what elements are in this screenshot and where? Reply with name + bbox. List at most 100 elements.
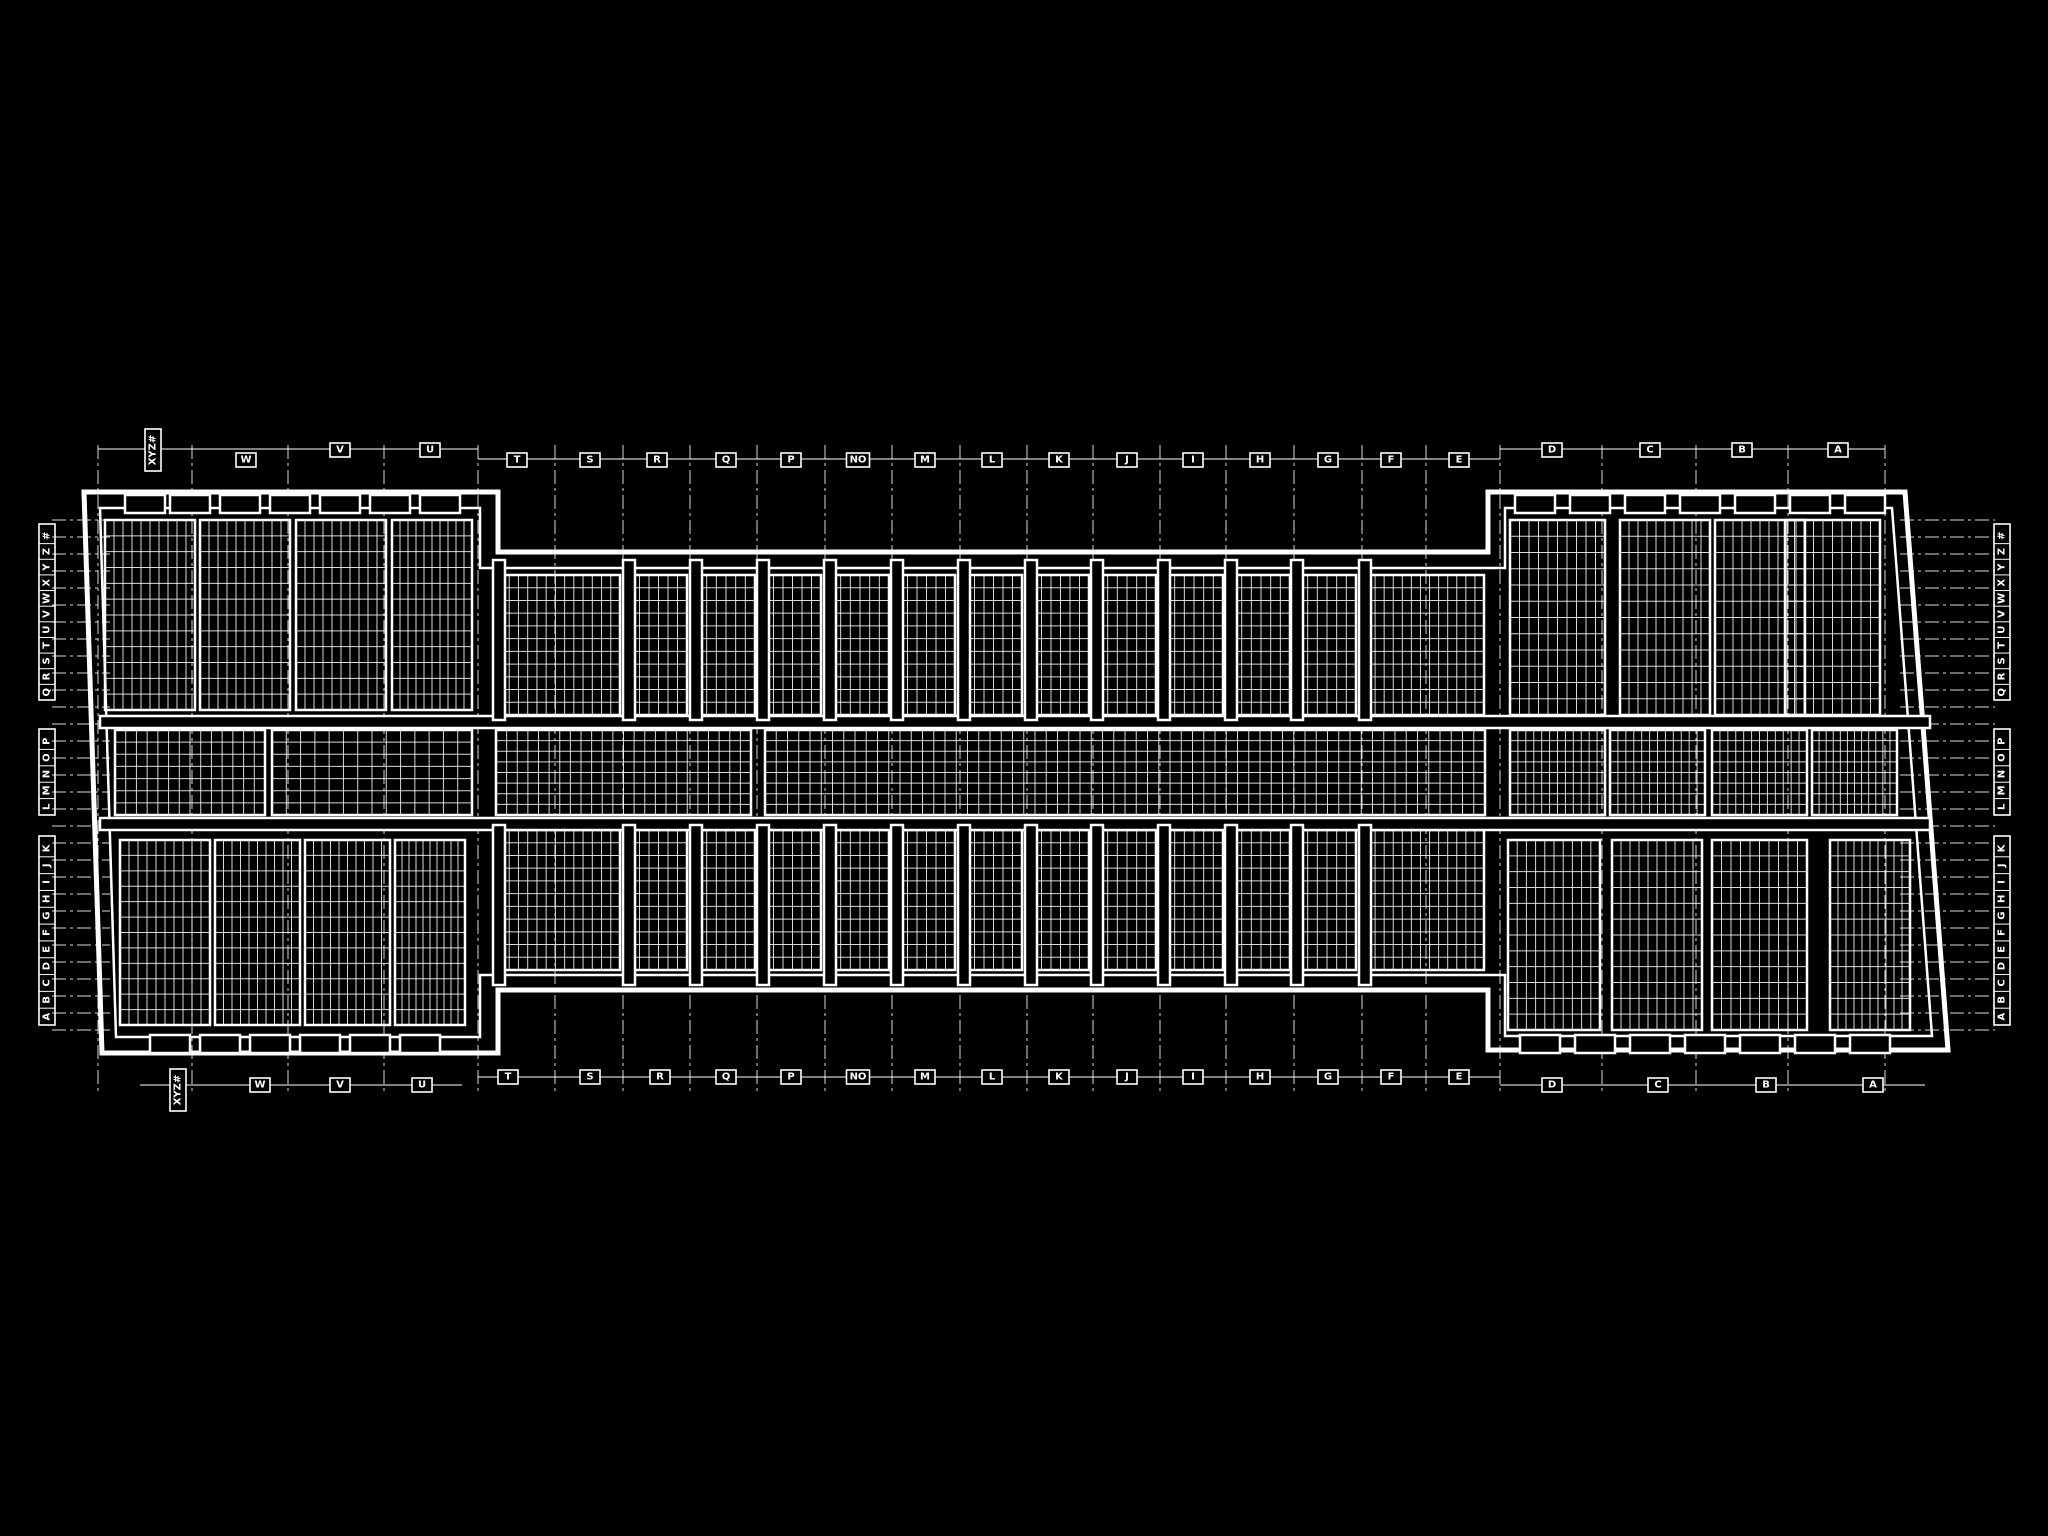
grid-tag-box — [1380, 1069, 1402, 1085]
grid-tag-label: W — [254, 1080, 265, 1091]
row-tag-label: Y — [1997, 563, 2008, 572]
grid-tag-box — [1731, 442, 1753, 458]
row-tag-group-box — [38, 835, 56, 1026]
window-notch-bottom — [1738, 1033, 1782, 1055]
center-bottom-bay — [963, 828, 1024, 972]
grid-tag-box — [914, 1069, 936, 1085]
grid-tag-label: Q — [722, 455, 731, 466]
grid-tag-label: P — [787, 455, 794, 466]
grid-tag-box — [649, 1069, 671, 1085]
center-top-bay — [1096, 573, 1158, 717]
row-tag-label: # — [42, 532, 53, 540]
pier-bottom — [621, 823, 637, 987]
pier-bottom — [1289, 823, 1305, 987]
corridor-wall-bottom — [98, 816, 1932, 832]
grid-tag-label: A — [1834, 445, 1842, 456]
grid-tag-label: J — [1124, 1072, 1129, 1083]
right-wing-top-panel — [1783, 518, 1882, 717]
grid-tag: H — [1249, 1069, 1271, 1085]
grid-tag-label: Q — [722, 1072, 731, 1083]
grid-tag: S — [579, 452, 601, 468]
grid-tag: T — [506, 452, 528, 468]
grid-tag-label: I — [1191, 455, 1195, 466]
grid-tag: H — [1249, 452, 1271, 468]
grid-tag-label: F — [1388, 1072, 1395, 1083]
window-notch-bottom — [1573, 1033, 1617, 1055]
grid-tag-label: V — [336, 445, 344, 456]
grid-tag: E — [1448, 1069, 1470, 1085]
grid-tag-box — [780, 452, 802, 468]
grid-tag: P — [780, 452, 802, 468]
row-tag-label: I — [1997, 880, 2008, 884]
pier-top — [1223, 558, 1239, 722]
center-top-bay — [628, 573, 689, 717]
grid-tag: L — [981, 1069, 1003, 1085]
right-wing-bottom-panel — [1828, 838, 1912, 1032]
grid-tag: S — [579, 1069, 601, 1085]
right-wing-bottom-panel — [1710, 838, 1809, 1032]
row-tag-label: H — [1997, 895, 2008, 903]
grid-tag-box — [1182, 1069, 1204, 1085]
grid-tag: F — [1380, 452, 1402, 468]
grid-tag-box — [1048, 1069, 1070, 1085]
grid-tag-label: F — [1388, 455, 1395, 466]
grid-tag: XYZ# — [169, 1068, 187, 1112]
center-bottom-bay — [1230, 828, 1292, 972]
row-tag-label: K — [42, 843, 53, 852]
grid-tag-box — [1116, 452, 1138, 468]
grid-tag-label: C — [1654, 1080, 1661, 1091]
grid-tag: Q — [715, 452, 737, 468]
center-bottom-bay — [896, 828, 957, 972]
grid-tag: R — [649, 1069, 671, 1085]
row-tag-label: G — [1997, 912, 2008, 920]
grid-tag-box — [1048, 452, 1070, 468]
row-tag-label: S — [42, 657, 53, 664]
grid-tag-box — [329, 1077, 351, 1093]
right-wing-middle-panel — [1608, 728, 1707, 817]
grid-tag-box — [169, 1068, 187, 1112]
row-tag-label: K — [1997, 843, 2008, 852]
grid-tag: A — [1827, 442, 1849, 458]
grid-tag-box — [914, 452, 936, 468]
center-bottom-bay — [695, 828, 757, 972]
right-wing-top-panel — [1618, 518, 1712, 717]
pier-top — [822, 558, 838, 722]
grid-tag: Q — [715, 1069, 737, 1085]
grid-tag-label: S — [586, 1072, 593, 1083]
window-notch-bottom — [1518, 1033, 1562, 1055]
window-notch-bottom — [298, 1033, 342, 1055]
grid-tag-label: D — [1548, 445, 1556, 456]
pier-bottom — [1089, 823, 1105, 987]
window-notch-top — [218, 493, 262, 515]
row-tag-label: # — [1997, 532, 2008, 540]
row-tag-label: T — [42, 642, 53, 649]
grid-tag-label: E — [1456, 1072, 1463, 1083]
grid-tag: G — [1317, 1069, 1339, 1085]
window-notch-top — [368, 493, 412, 515]
building-walls — [81, 489, 1951, 1056]
grid-tag-box — [1647, 1077, 1669, 1093]
window-notch-top — [268, 493, 312, 515]
grid-tag-label: L — [989, 455, 996, 466]
grid-tag-box — [579, 1069, 601, 1085]
left-wing-bottom-panel — [213, 838, 302, 1027]
row-tag-label: N — [42, 770, 53, 778]
right-wing-middle-panel — [1810, 728, 1899, 817]
grid-tag-box — [1448, 1069, 1470, 1085]
grid-tag-box — [1317, 1069, 1339, 1085]
center-top-bay — [1364, 573, 1486, 717]
pier-bottom — [956, 823, 972, 987]
center-bottom-bay — [1364, 828, 1486, 972]
grid-tag: M — [914, 452, 936, 468]
row-tag-label: Y — [42, 563, 53, 572]
window-notch-top — [1788, 493, 1832, 515]
grid-tag-box — [506, 452, 528, 468]
window-notch-bottom — [148, 1033, 192, 1055]
row-tag-label: X — [42, 579, 53, 587]
pier-bottom — [1357, 823, 1373, 987]
grid-tag-box — [144, 428, 162, 472]
grid-tag: K — [1048, 1069, 1070, 1085]
grid-tag-label: T — [505, 1072, 512, 1083]
